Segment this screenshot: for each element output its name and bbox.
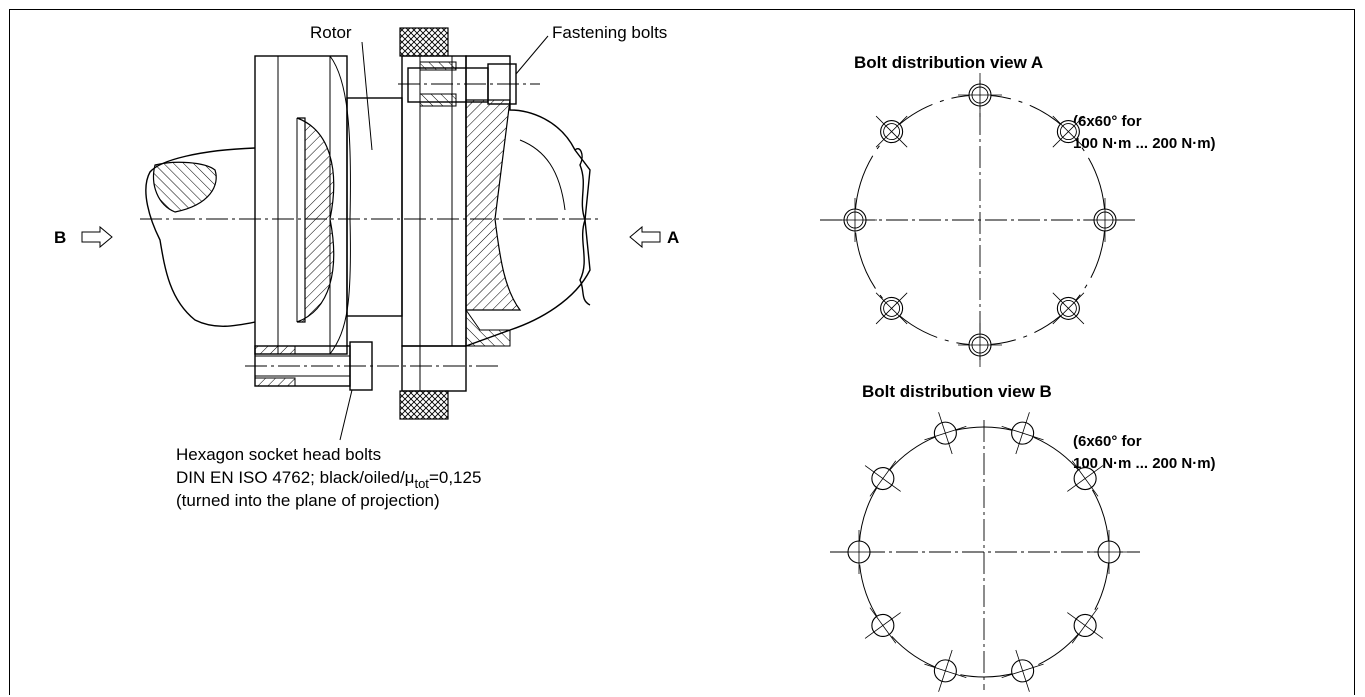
view-a-bolt-hole	[958, 73, 1002, 117]
view-b-bolt-hole	[1001, 412, 1044, 455]
right-shaft-break	[574, 148, 591, 306]
view-b-bolt-hole	[1067, 607, 1104, 644]
view-b-note-line1: (6x60° for	[1073, 433, 1142, 450]
right-hub-section	[465, 99, 522, 311]
rotor-shaft	[346, 97, 403, 317]
view-a-bolt-hole	[875, 292, 908, 325]
fastening-bolts-label: Fastening bolts	[552, 23, 667, 42]
sectional-view: B A Rotor Fastening bolts Hexagon socket…	[54, 23, 679, 510]
top-elastomer-pad	[399, 27, 449, 57]
view-b-bolt-hole	[1087, 530, 1131, 574]
view-a-bolt-hole	[1052, 115, 1085, 148]
drawing-frame	[9, 9, 1355, 695]
hex-bolts-line3: (turned into the plane of projection)	[176, 491, 440, 510]
rotor-leader	[361, 41, 373, 151]
hex-bolt-leader	[339, 389, 353, 441]
view-a-bolt-hole	[1083, 198, 1127, 242]
view-b-bolt-hole	[1001, 649, 1044, 692]
view-a-bolt-hole	[958, 323, 1002, 367]
bolt-distribution-view-a: Bolt distribution view A (6x60° for 100 …	[820, 53, 1216, 367]
view-a-bolt-hole	[1052, 292, 1085, 325]
view-b-arrow-icon	[81, 225, 113, 249]
bottom-elastomer-pad	[399, 390, 449, 420]
rotor-label: Rotor	[310, 23, 352, 42]
view-b-title: Bolt distribution view B	[862, 382, 1052, 401]
view-b-bolt-hole	[924, 412, 967, 455]
view-a-title: Bolt distribution view A	[854, 53, 1043, 72]
view-a-bolt-hole	[875, 115, 908, 148]
view-b-note-line2: 100 N·m ... 200 N·m)	[1073, 455, 1216, 472]
view-a-note-line1: (6x60° for	[1073, 113, 1142, 130]
view-a-note-line2: 100 N·m ... 200 N·m)	[1073, 135, 1216, 152]
left-shaft-section	[153, 161, 217, 213]
bolt-distribution-view-b: Bolt distribution view B (6x60° for 100 …	[830, 382, 1216, 692]
view-b-arrow-label: B	[54, 228, 66, 247]
view-b-bolt-hole	[837, 530, 881, 574]
fastening-bolts-leader	[515, 35, 549, 75]
left-hub	[254, 55, 348, 355]
view-b-bolt-hole	[1067, 460, 1104, 497]
view-b-bolt-hole	[864, 460, 901, 497]
view-b-bolt-hole	[924, 649, 967, 692]
hex-bolts-line2: DIN EN ISO 4762; black/oiled/μtot=0,125	[176, 468, 481, 491]
left-shaft-outline	[145, 147, 256, 327]
view-a-bolt-hole	[833, 198, 877, 242]
hex-bolts-line1: Hexagon socket head bolts	[176, 445, 381, 464]
left-hub-section	[296, 117, 335, 323]
view-a-arrow-label: A	[667, 228, 679, 247]
view-b-bolt-hole	[864, 607, 901, 644]
view-a-arrow-icon	[629, 225, 661, 249]
